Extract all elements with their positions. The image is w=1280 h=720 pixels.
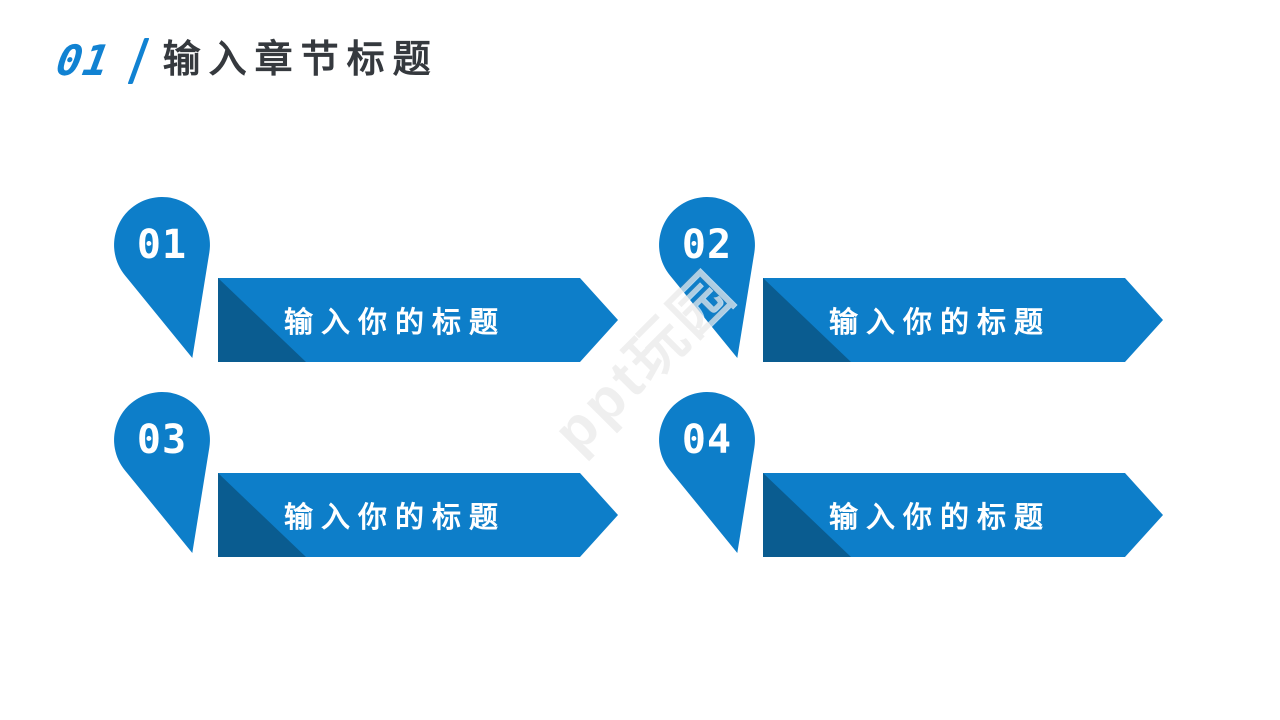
pin-badge-icon: 02 <box>655 193 759 368</box>
slash-divider-icon <box>127 38 149 84</box>
item-number: 02 <box>681 222 733 268</box>
list-item-02: 输入你的标题 02 <box>655 193 1165 368</box>
item-title: 输入你的标题 <box>283 502 506 534</box>
ribbon-banner: 输入你的标题 <box>763 278 1163 362</box>
item-title: 输入你的标题 <box>828 502 1051 534</box>
section-header: 01 输入章节标题 <box>53 36 439 85</box>
list-item-01: 输入你的标题 01 <box>110 193 620 368</box>
section-number: 01 <box>52 36 114 85</box>
item-number: 03 <box>136 417 188 463</box>
pin-badge-icon: 04 <box>655 388 759 563</box>
item-number: 04 <box>681 417 733 463</box>
item-title: 输入你的标题 <box>283 307 506 339</box>
ribbon-banner: 输入你的标题 <box>218 473 618 557</box>
pin-badge-icon: 01 <box>110 193 214 368</box>
list-item-04: 输入你的标题 04 <box>655 388 1165 563</box>
ribbon-banner: 输入你的标题 <box>218 278 618 362</box>
list-item-03: 输入你的标题 03 <box>110 388 620 563</box>
ribbon-banner: 输入你的标题 <box>763 473 1163 557</box>
item-number: 01 <box>136 222 188 268</box>
pin-badge-icon: 03 <box>110 388 214 563</box>
item-title: 输入你的标题 <box>828 307 1051 339</box>
section-title: 输入章节标题 <box>162 39 439 82</box>
